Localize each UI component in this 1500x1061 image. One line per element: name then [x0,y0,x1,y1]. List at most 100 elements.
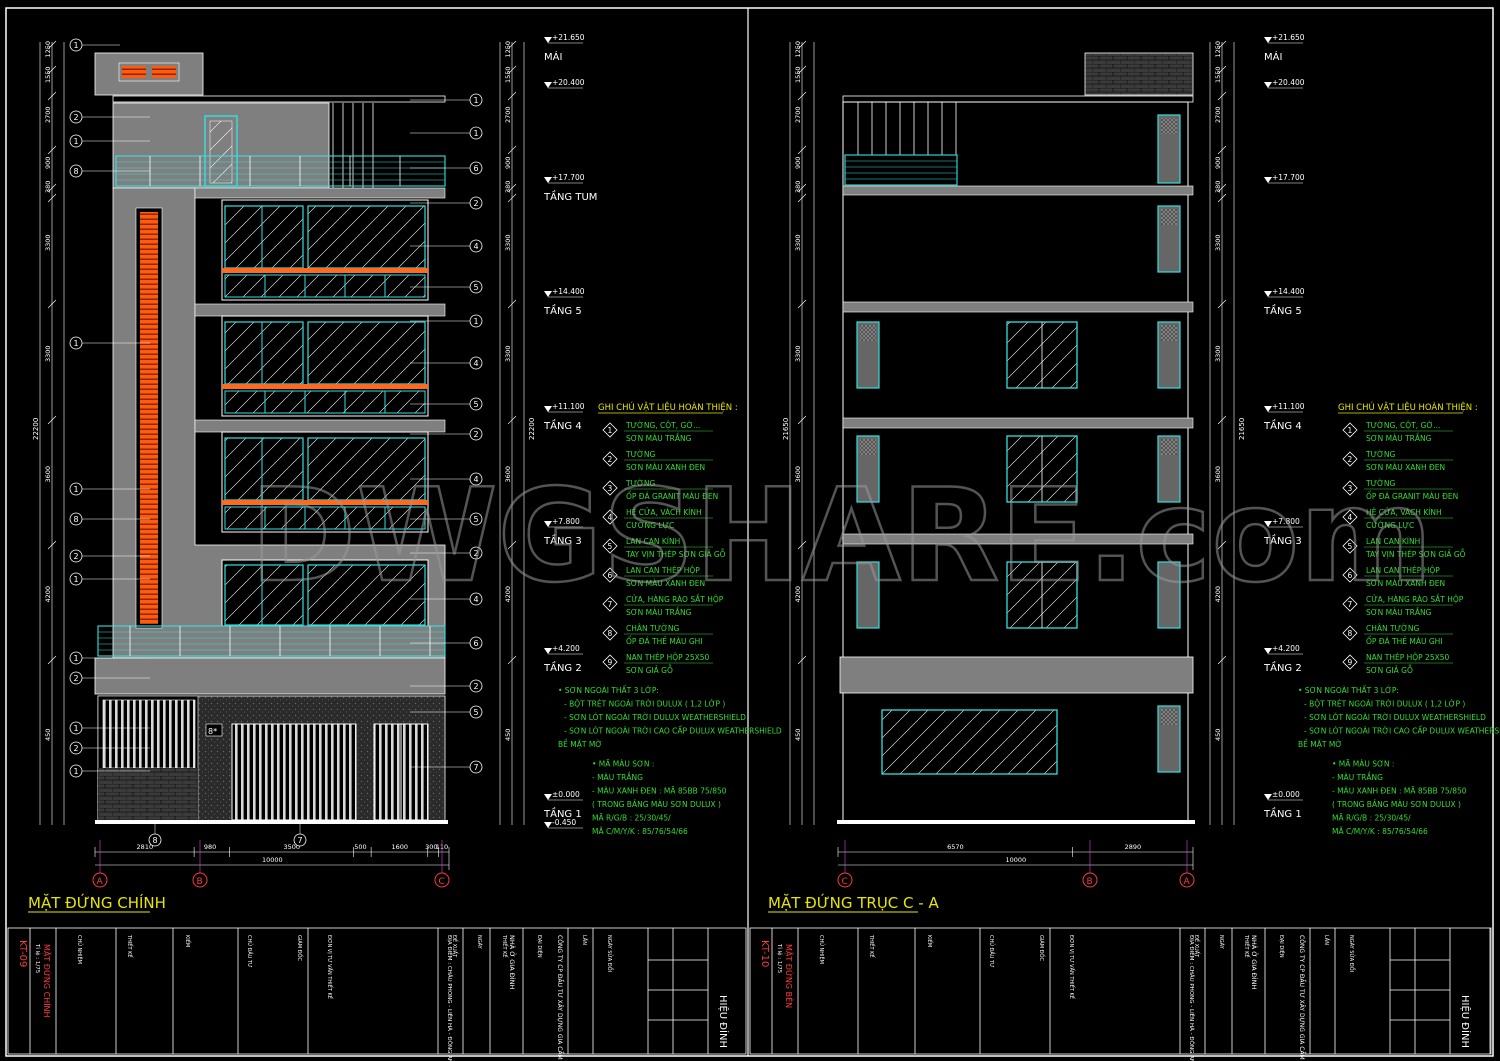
callout-tag-right [469,546,483,560]
sheet-scale: Tỉ lệ : 1/75 [34,943,41,974]
sheet-drawing-name: MẶT ĐỨNG BÊN [783,944,795,1008]
callout-tag-bottom-label: 8 [153,836,158,845]
axis-bubble [434,872,450,888]
callout-tag-right-label: 5 [474,708,479,717]
axis-label: A [97,877,104,887]
legend-item-finish: SƠN MÀU XANH ĐEN [626,463,705,472]
total-height: 21650 [1238,418,1246,440]
legend-number: 7 [608,600,613,609]
callout-tag-right [469,397,483,411]
callout-tag-left-label: 1 [74,654,79,663]
title-block-column: CHỦ ĐẦU TƯ [988,935,996,967]
legend-item-name: LAN CAN THÉP HỘP [626,566,700,575]
legend-item-finish: ỐP ĐÁ THẺ MÀU GHI [1366,636,1443,646]
level-elevation: +4.200 [552,644,580,653]
title-block-column: CHỦ ĐẦU TƯ [246,935,254,967]
callout-tag-left-label: 2 [74,744,79,753]
title-block-column: LẦN [581,935,589,945]
title-block-column: LẦN [1323,935,1331,945]
callout-tag-right-label: 2 [474,549,479,558]
callout-tag-right [469,239,483,253]
dimension-value: 3500 [283,843,300,851]
axis-label: B [197,877,203,887]
dimension-value: 900 [44,157,52,169]
title-block-column: NGÀY [476,935,483,950]
dimension-value: 900 [504,157,512,169]
legend-item-finish: ỐP ĐÁ GRANIT MÀU ĐEN [626,491,718,501]
drawing-title: MẶT ĐỨNG CHÍNH [28,893,166,912]
approval-label: HIỆU ĐÍNH [717,995,730,1048]
callout-tag-left-label: 1 [74,575,79,584]
legend-item-finish: SƠN MÀU TRẮNG [626,433,692,443]
callout-tag-left-label: 1 [74,485,79,494]
side-elevation [837,52,1195,824]
color-note: ( TRONG BẢNG MÀU SƠN DULUX ) [592,800,721,809]
title-block-column: GIÁM ĐỐC [1038,935,1046,961]
callout-tag-right [469,472,483,486]
main-elevation [94,52,448,824]
callout-tag-left [69,512,83,526]
title-block-column: ĐỀ XUẤT [451,935,459,958]
callout-tag-right [469,196,483,210]
callout-tag-left-label: 2 [74,552,79,561]
legend-item-name: CỬA, HÀNG RÀO SẮT HỘP [626,594,724,604]
legend-number: 2 [608,455,613,464]
paint-note: - SƠN LÓT NGOÀI TRỜI CAO CẤP DULUX WEATH… [564,726,782,736]
level-name: TẦNG 5 [543,303,582,317]
level-elevation: +4.200 [1272,644,1300,653]
callout-tag-right-label: 7 [474,763,479,772]
legend-number: 5 [608,542,613,551]
legend-item-name: LAN CAN KÍNH [626,537,680,546]
callout-tag-right [469,427,483,441]
callout-tag-left [69,721,83,735]
level-elevation: +17.700 [552,173,585,182]
legend-item-name: CỬA, HÀNG RÀO SẮT HỘP [1366,594,1464,604]
legend-number: 1 [608,426,613,435]
color-note: - MÀU TRẮNG [592,772,643,782]
level-elevation: ±0.000 [1272,790,1300,799]
callout-tag-right [469,314,483,328]
callout-tag-right [469,126,483,140]
legend-number: 5 [1348,542,1353,551]
level-name: MÁI [1264,50,1282,63]
callout-tag-left-label: 8 [74,515,79,524]
project-name: NHÀ Ở GIA ĐÌNH [1250,935,1260,990]
paint-note: - BỘT TRÉT NGOÀI TRỜI DULUX ( 1,2 LỚP ) [564,700,725,709]
callout-tag-left [69,549,83,563]
level-name: TẦNG 2 [543,660,582,674]
paint-note: - SƠN LÓT NGOÀI TRỜI CAO CẤP DULUX WEATH… [1304,726,1500,736]
paint-note: - BỘT TRÉT NGOÀI TRỜI DULUX ( 1,2 LỚP ) [1304,700,1465,709]
legend-item-finish: CƯỜNG LỰC [626,521,674,530]
legend-number: 6 [608,571,613,580]
legend-number: 7 [1348,600,1353,609]
callout-tag-bottom-label: 7 [298,836,303,845]
total-width: 10000 [1006,856,1027,864]
dimension-value: 900 [1214,157,1222,169]
level-elevation: -0.450 [552,818,576,827]
callout-tag-left [69,741,83,755]
callout-tag-right [469,679,483,693]
sheet-scale: Tỉ lệ : 1/75 [776,943,783,974]
legend-item-finish: SƠN MÀU XANH ĐEN [1366,579,1445,588]
paint-note: BỀ MẶT MỜ [1298,739,1342,749]
title-block-column: THIẾT KẾ [868,934,876,958]
title-block-column: CHỦ NHIỆM [76,935,84,964]
legend-item-finish: ỐP ĐÁ GRANIT MÀU ĐEN [1366,491,1458,501]
legend-item-name: NAN THÉP HỘP 25X50 [1366,653,1450,662]
sheet-number: KT-09 [17,940,28,967]
paint-note: - SƠN LÓT NGOÀI TRỜI DULUX WEATHERSHIELD [564,713,746,722]
color-note: MÃ R/G/B : 25/30/45/ [1332,814,1411,823]
callout-tag-left-label: 1 [74,724,79,733]
callout-tag-right-label: 4 [474,595,479,604]
callout-tag-right [469,760,483,774]
legend-number: 3 [608,484,613,493]
legend-item-finish: TAY VỊN THÉP SƠN GIẢ GỖ [625,549,726,559]
dimension-value: 6570 [947,843,964,851]
legend-item-name: TƯỜNG, CỘT, GỜ... [625,421,700,430]
total-width: 10000 [262,856,283,864]
sheet-number: KT-10 [759,940,770,967]
project-name: NHÀ Ở GIA ĐÌNH [508,935,518,990]
